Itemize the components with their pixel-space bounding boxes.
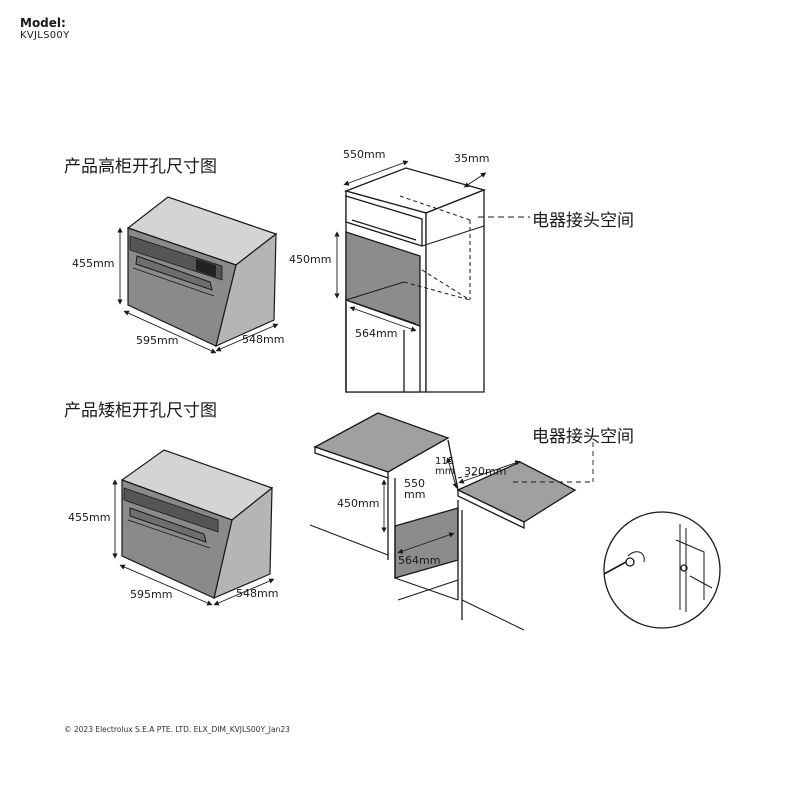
model-number: KVJLS00Y (20, 30, 70, 41)
oven-illustration-top (126, 196, 278, 348)
tall-cabinet-dimensions (334, 160, 530, 332)
oven-dimensions-bottom (112, 479, 275, 606)
base-cabinet-connector-callout: 电器接头空间 (532, 427, 634, 447)
base-cutout-width-value: 550 (404, 477, 425, 490)
oven-depth-label: 548mm (242, 333, 285, 346)
tall-cabinet-connector-callout: 电器接头空间 (532, 211, 634, 231)
model-label: Model: (20, 16, 66, 30)
oven-height-label-bottom: 455mm (68, 511, 111, 524)
tall-cutout-inner-depth-label: 564mm (355, 327, 398, 340)
oven-height-label: 455mm (72, 257, 115, 270)
tall-cutout-height-label: 450mm (289, 253, 332, 266)
base-cabinet-dimensions (381, 442, 594, 554)
base-cutout-top-gap-value: 115 (435, 456, 455, 467)
base-cutout-top-gap-unit: mm (435, 466, 455, 477)
oven-dimensions-top (117, 227, 279, 354)
oven-width-label: 595mm (136, 334, 179, 347)
base-cutout-inner-depth-label: 564mm (398, 554, 441, 567)
tall-cutout-width-label: 550mm (343, 148, 386, 161)
base-cutout-top-gap-label: 115 mm (435, 457, 454, 477)
tall-cabinet-illustration (343, 167, 487, 393)
footer-copyright: © 2023 Electrolux S.E.A PTE. LTD. ELX_DI… (64, 725, 290, 734)
oven-depth-label-bottom: 548mm (236, 587, 279, 600)
tall-cabinet-title: 产品高柜开孔尺寸图 (64, 157, 217, 177)
tall-cutout-depth-label: 35mm (454, 152, 490, 165)
base-cabinet-title: 产品矮柜开孔尺寸图 (64, 401, 217, 421)
base-cutout-width-unit: mm (404, 488, 426, 501)
base-side-space-label: 320mm (464, 465, 507, 478)
base-cutout-width-label: 550 mm (404, 478, 425, 500)
detail-circle (603, 511, 721, 629)
base-cutout-height-label: 450mm (337, 497, 380, 510)
oven-width-label-bottom: 595mm (130, 588, 173, 601)
